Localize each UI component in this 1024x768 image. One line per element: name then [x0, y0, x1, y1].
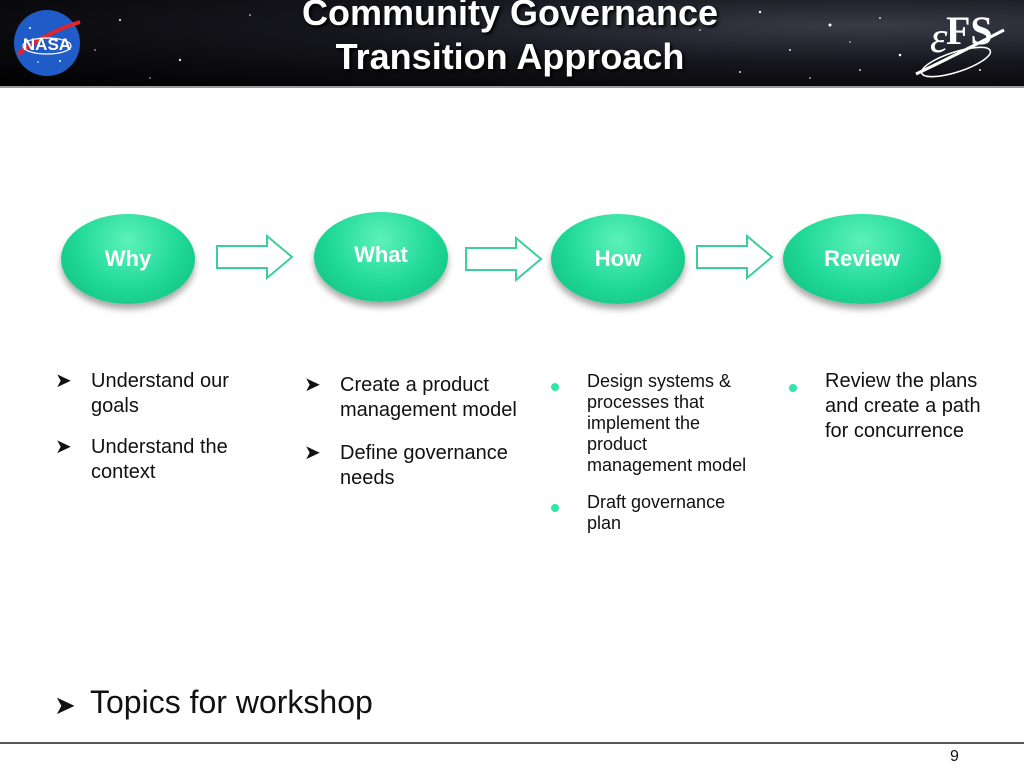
- workshop-topics-text: Topics for workshop: [90, 684, 373, 720]
- page-title-line2: Transition Approach: [335, 36, 685, 77]
- list-item: ➤ Define governance needs: [304, 441, 524, 491]
- why-column: ➤ Understand our goals ➤ Understand the …: [55, 369, 270, 501]
- arrowhead-bullet-icon: ➤: [55, 436, 72, 458]
- list-item-text: Design systems & processes that implemen…: [587, 371, 747, 475]
- list-item: Design systems & processes that implemen…: [551, 371, 751, 476]
- starfield-background: [94, 10, 981, 79]
- process-step-why: Why: [61, 214, 195, 304]
- process-step-how: How: [551, 214, 685, 304]
- svg-text:NASA: NASA: [23, 35, 71, 54]
- arrowhead-bullet-icon: ➤: [54, 690, 76, 720]
- process-step-what: What: [314, 212, 448, 302]
- page-title-line1: Community Governance: [301, 0, 719, 33]
- svg-text:FS: FS: [946, 8, 993, 53]
- workshop-topics: ➤ Topics for workshop: [54, 684, 373, 721]
- process-step-review: Review: [783, 214, 941, 304]
- how-column: Design systems & processes that implemen…: [551, 371, 751, 550]
- header-banner: NASA Community Governance Transition App…: [0, 0, 1024, 86]
- nasa-logo: NASA: [10, 6, 84, 85]
- efs-logo: ε FS: [908, 4, 1012, 86]
- footer-divider: [0, 742, 1024, 744]
- what-column: ➤ Create a product management model ➤ De…: [304, 373, 524, 507]
- process-step-how-label: How: [594, 246, 642, 271]
- list-item-text: Review the plans and create a path for c…: [825, 370, 981, 442]
- list-item: Review the plans and create a path for c…: [789, 369, 994, 444]
- arrow-right-icon: [696, 234, 774, 280]
- review-column: Review the plans and create a path for c…: [789, 369, 994, 460]
- header-divider: [0, 86, 1024, 88]
- arrowhead-bullet-icon: ➤: [55, 370, 72, 392]
- arrow-right-icon: [216, 234, 294, 280]
- list-item-text: Draft governance plan: [587, 492, 726, 533]
- page-number: 9: [950, 748, 959, 765]
- arrowhead-bullet-icon: ➤: [304, 442, 321, 464]
- list-item: ➤ Understand the context: [55, 435, 270, 485]
- arrow-right-icon: [465, 236, 543, 282]
- process-step-what-label: What: [354, 242, 408, 267]
- list-item-text: Understand our goals: [91, 370, 229, 417]
- dot-bullet-icon: [551, 375, 559, 396]
- list-item-text: Define governance needs: [340, 442, 508, 489]
- dot-bullet-icon: [789, 374, 797, 399]
- process-step-review-label: Review: [824, 246, 900, 271]
- svg-text:ε: ε: [930, 13, 948, 62]
- arrowhead-bullet-icon: ➤: [304, 374, 321, 396]
- list-item: ➤ Understand our goals: [55, 369, 270, 419]
- list-item: ➤ Create a product management model: [304, 373, 524, 423]
- process-step-why-label: Why: [104, 246, 152, 271]
- list-item-text: Create a product management model: [340, 374, 517, 421]
- list-item: Draft governance plan: [551, 492, 751, 534]
- dot-bullet-icon: [551, 496, 559, 517]
- list-item-text: Understand the context: [91, 436, 228, 483]
